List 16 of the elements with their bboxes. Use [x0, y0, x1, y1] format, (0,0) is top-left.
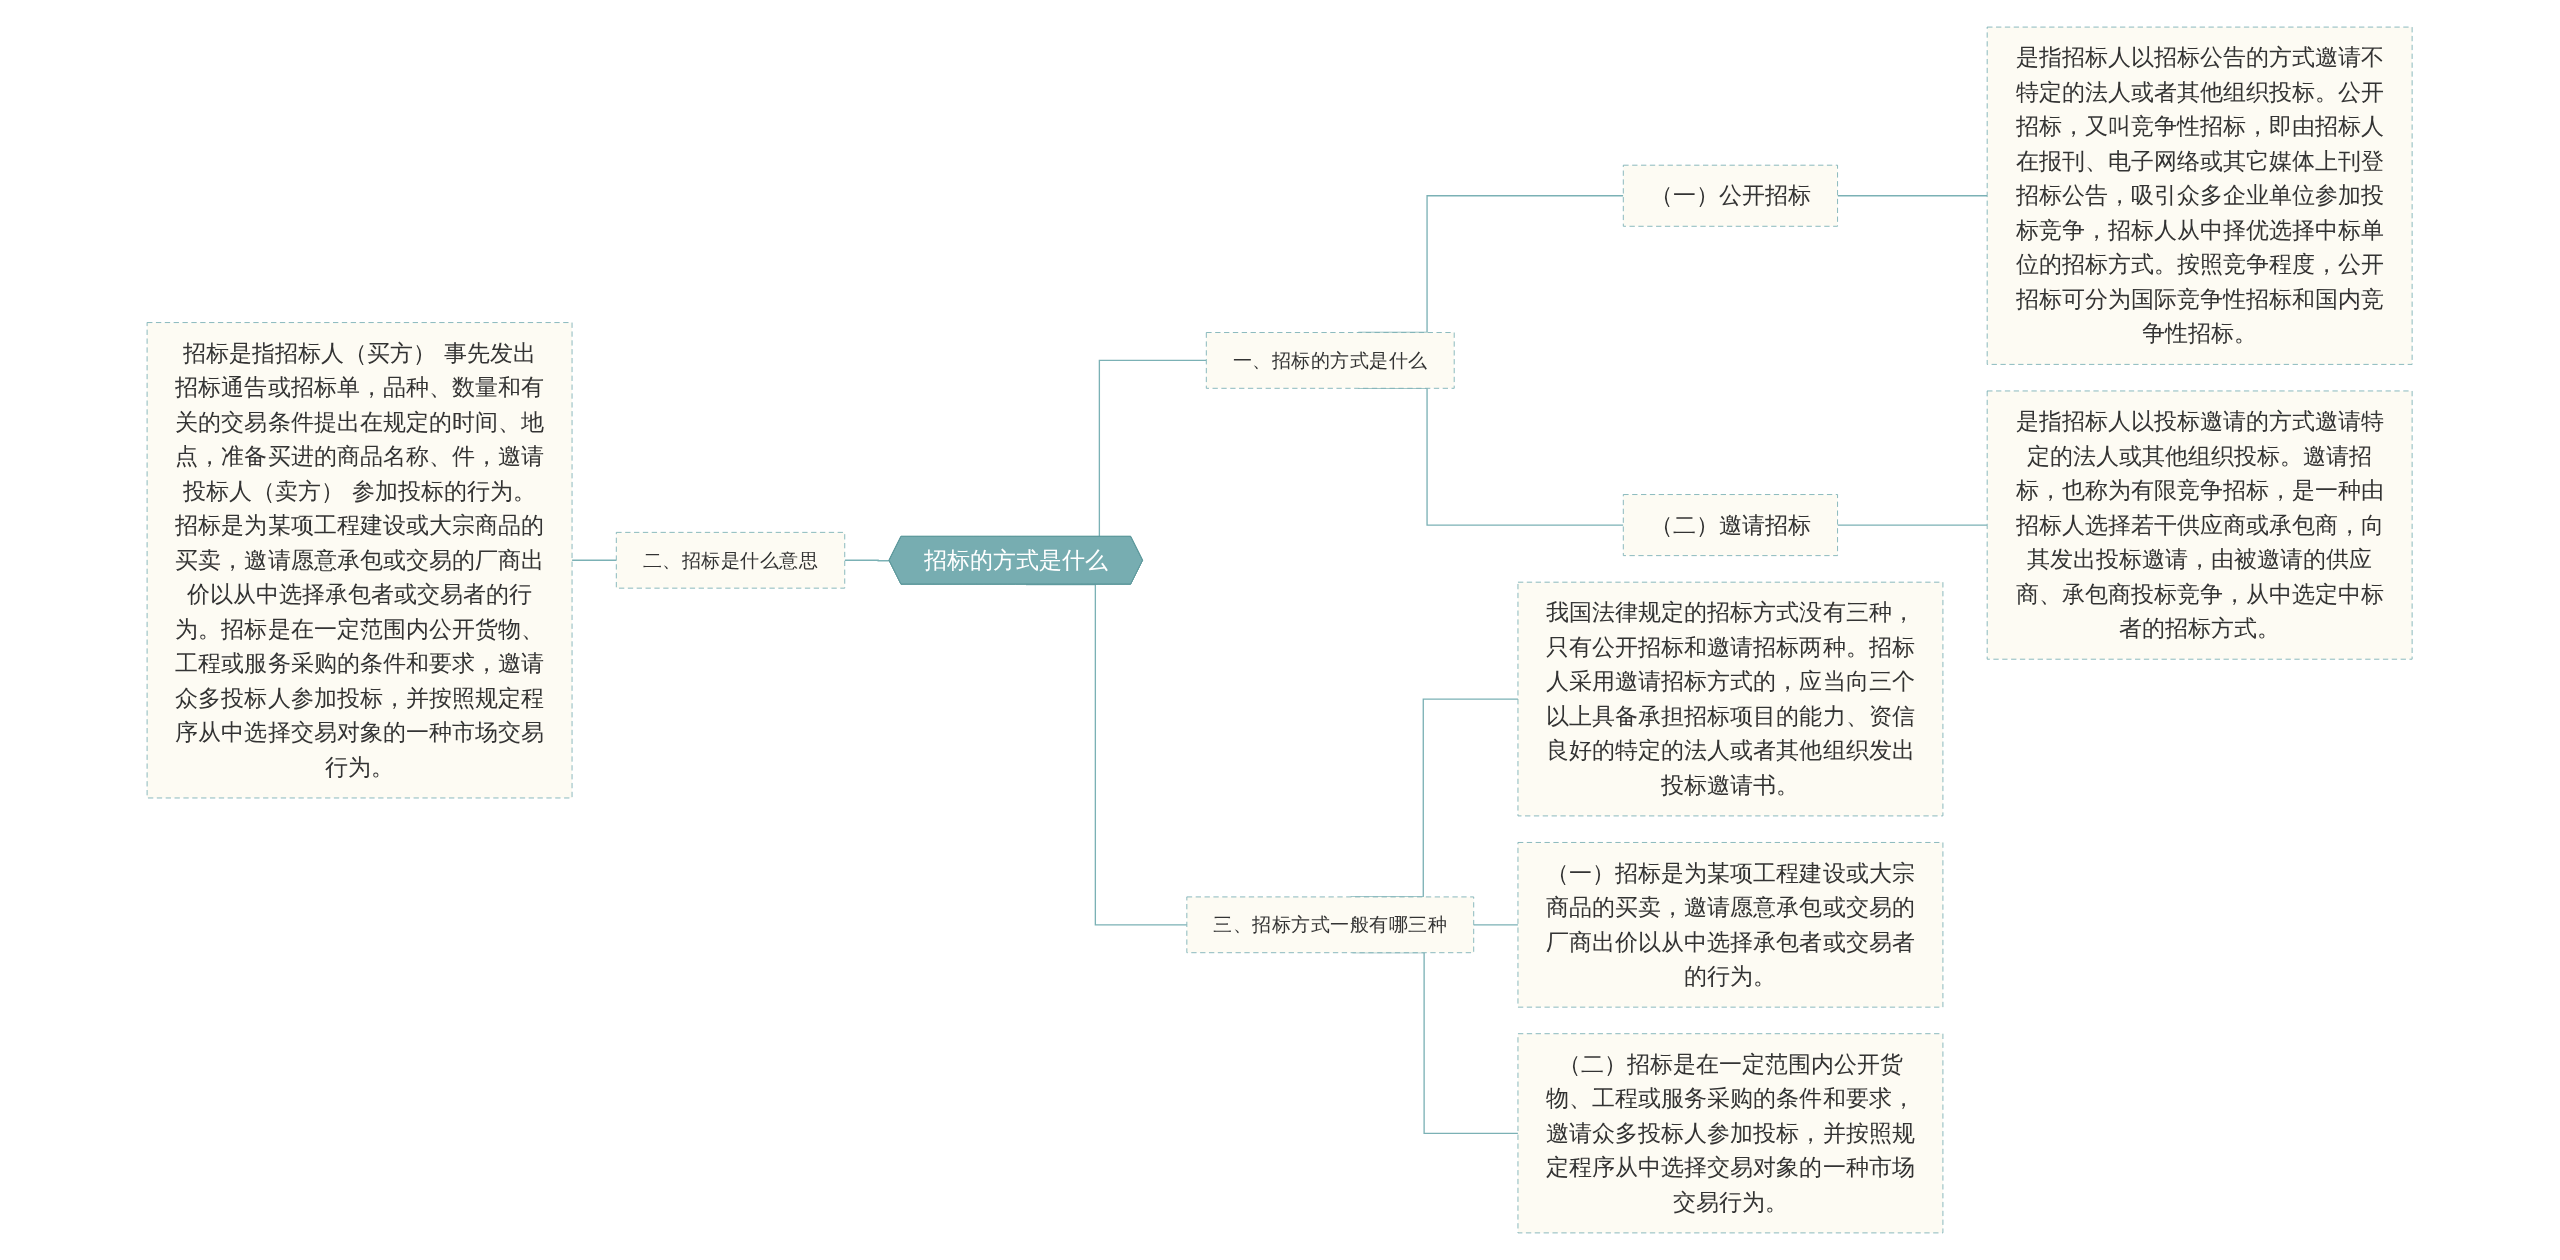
node-box: 是指招标人以投标邀请的方式邀请特定的法人或其他组织投标。邀请招标，也称为有限竞争招标，是一种由招标人选择若干供应商或承包商，向其发出投标邀请，由被邀请的供应商、承包商投标竞争，从中选定中标者的招标方式。: [1987, 390, 2413, 660]
node-box: 是指招标人以招标公告的方式邀请不特定的法人或者其他组织投标。公开招标，又叫竞争性招标，即由招标人在报刊、电子网络或其它媒体上刊登招标公告，吸引众多企业单位参加投标竞争，招标人从中择优选择中标单位的招标方式。按照竞争程度，公开招标可分为国际竞争性招标和国内竞争性招标。: [1987, 26, 2413, 365]
connector: [844, 559, 891, 562]
node-box: 二、招标是什么意思: [616, 531, 846, 589]
connector: [571, 559, 618, 561]
node-box: 三、招标方式一般有哪三种: [1186, 896, 1475, 954]
node-box: 我国法律规定的招标方式没有三种，只有公开招标和邀请招标两种。招标人采用邀请招标方式的，应当向三个以上具备承担招标项目的能力、资信良好的特定的法人或者其他组织发出投标邀请书。: [1517, 581, 1944, 817]
connector: [1473, 924, 1519, 926]
node-box: 一、招标的方式是什么: [1206, 332, 1456, 389]
connector: [1837, 524, 1989, 526]
node-box: （一）公开招标: [1623, 164, 1839, 227]
connector: [1837, 195, 1989, 197]
node-box: （二）邀请招标: [1623, 494, 1839, 557]
node-box: （一）招标是为某项工程建设或大宗商品的买卖，邀请愿意承包或交易的厂商出价以从中选择承包者或交易者的行为。: [1517, 842, 1944, 1008]
node-box: （二）招标是在一定范围内公开货物、工程或服务采购的条件和要求，邀请众多投标人参加投标，并按照规定程序从中选择交易对象的一种市场交易行为。: [1517, 1033, 1944, 1234]
node-box: 招标是指招标人（买方） 事先发出招标通告或招标单，品种、数量和有关的交易条件提出在规定的时间、地点，准备买进的商品名称、件，邀请投标人（卖方） 参加投标的行为。招标是为某项工程建设或大宗商品的买卖，邀请愿意承包或交易的厂商出价以从中选择承包者或交易者的行为。招标是在一定范围内公开货物、工程或服务采购的条件和要求，邀请众多投标人参加投标，并按照规定程序从中选择交易对象的一种市场交易行为。: [147, 322, 573, 799]
